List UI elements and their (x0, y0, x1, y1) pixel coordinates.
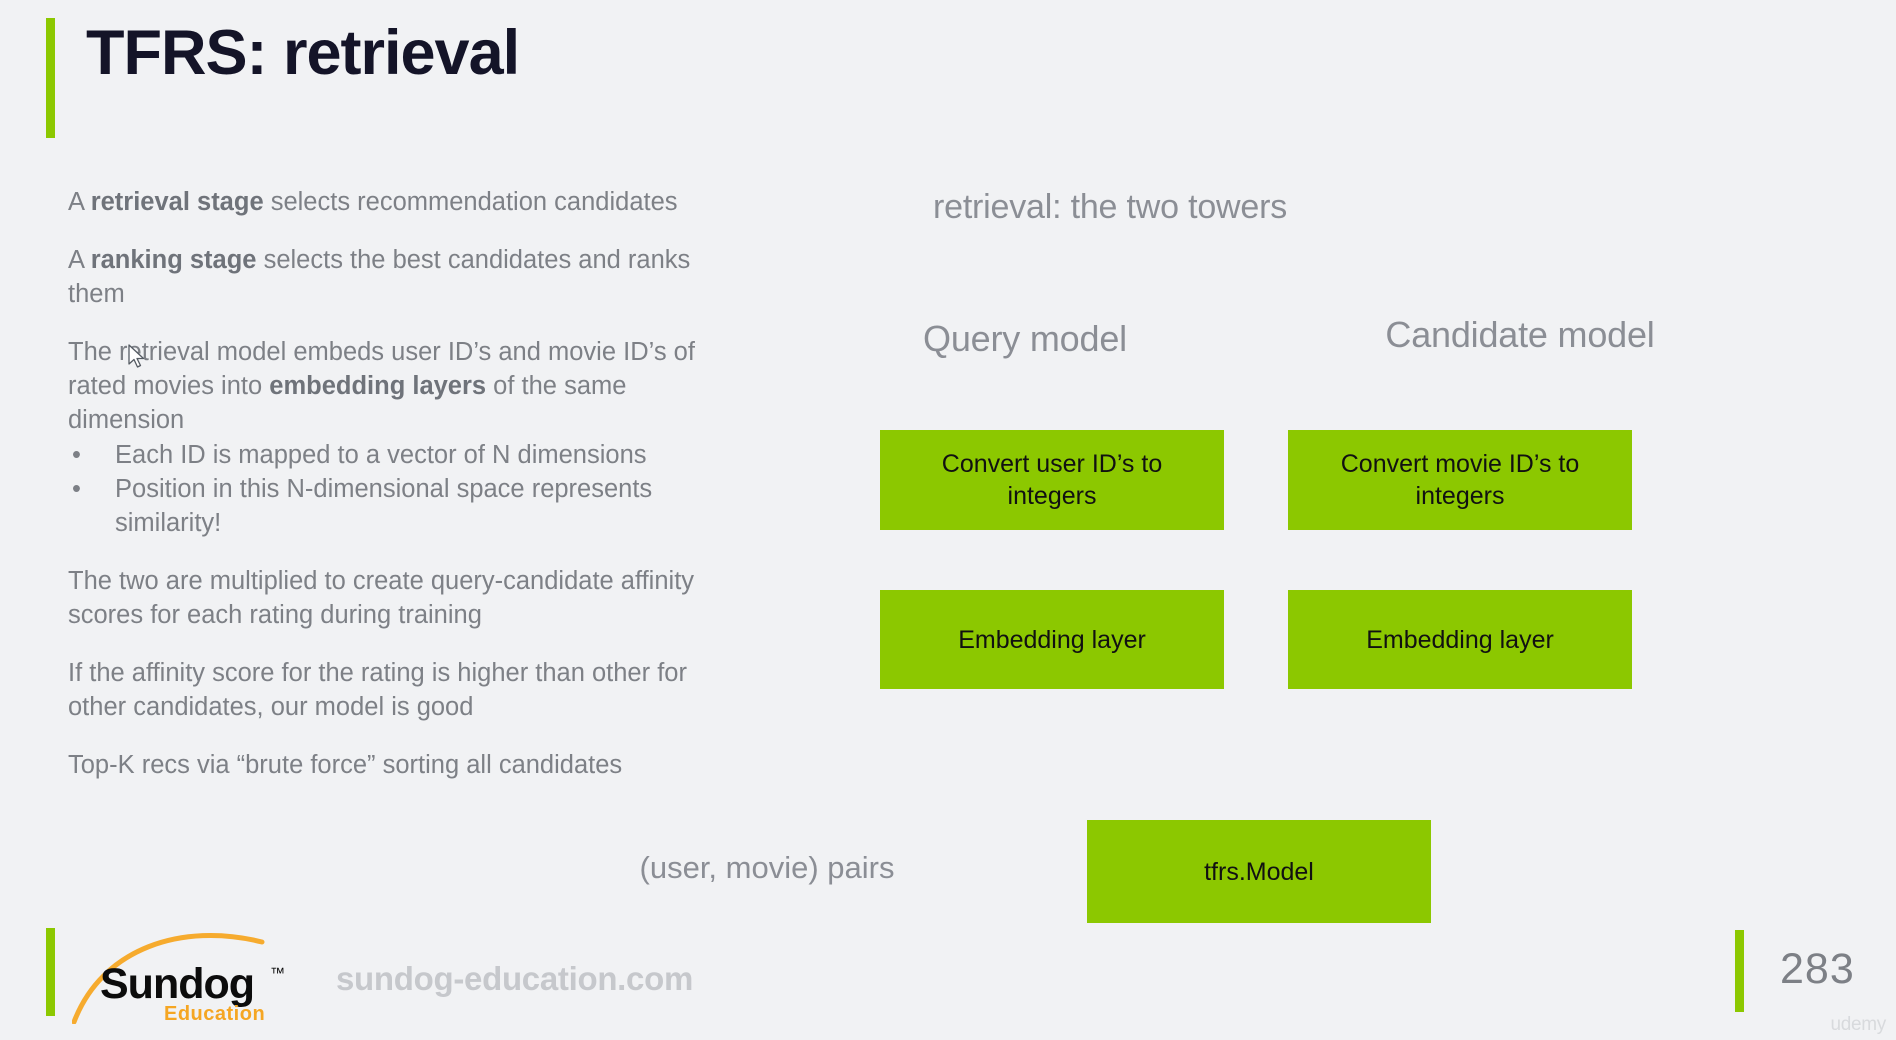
paragraph-segment: selects the best candidates and ranks th… (68, 245, 691, 308)
paragraph-embedding-layers: The retrieval model embeds user ID’s and… (68, 336, 704, 438)
list-item-label: Each ID is mapped to a vector of N dimen… (115, 441, 647, 470)
udemy-watermark: udemy (1830, 1014, 1886, 1035)
sundog-education-logo: Sundog ™ Education (72, 928, 322, 1024)
box-candidate-embedding-layer: Embedding layer (1288, 590, 1632, 689)
paragraph-segment-bold: embedding layers (269, 371, 487, 400)
paragraph-retrieval-stage: A retrieval stage selects recommendation… (68, 186, 704, 220)
page-number: 283 (1780, 945, 1855, 993)
slide-title-group: TFRS: retrieval (46, 18, 520, 138)
box-tfrs-model: tfrs.Model (1087, 820, 1431, 923)
footer-accent-bar (46, 928, 55, 1016)
label-user-movie-pairs: (user, movie) pairs (639, 850, 895, 885)
paragraph-segment: A (68, 245, 91, 274)
paragraph-segment: of the same dimension (68, 371, 627, 434)
svg-text:Sundog: Sundog (100, 960, 254, 1008)
bullet-glyph: • (72, 441, 81, 470)
box-convert-movie-ids: Convert movie ID’s to integers (1288, 430, 1632, 530)
list-item: • Each ID is mapped to a vector of N dim… (68, 439, 704, 473)
svg-text:™: ™ (270, 965, 285, 982)
paragraph-topk-recs: Top-K recs via “brute force” sorting all… (68, 750, 623, 779)
paragraph-segment: The retrieval model embeds user ID’s and… (68, 337, 695, 400)
mouse-cursor (128, 344, 148, 377)
body-text-column: A retrieval stage selects recommendation… (68, 186, 704, 807)
paragraph-affinity-score: If the affinity score for the rating is … (68, 658, 687, 721)
title-accent-bar (46, 18, 55, 138)
bullet-list: • Each ID is mapped to a vector of N dim… (68, 439, 704, 541)
box-convert-user-ids: Convert user ID’s to integers (880, 430, 1224, 530)
column-heading-candidate: Candidate model (1385, 314, 1655, 355)
column-heading-query: Query model (923, 318, 1127, 359)
paragraph-multiplied-affinity: The two are multiplied to create query-c… (68, 567, 695, 630)
diagram-title: retrieval: the two towers (932, 188, 1288, 226)
page-number-accent-bar (1735, 930, 1744, 1012)
paragraph-segment-bold: retrieval stage (90, 188, 264, 216)
paragraph-segment: selects recommendation candidates (263, 188, 678, 216)
box-query-embedding-layer: Embedding layer (880, 590, 1224, 689)
list-item: • Position in this N-dimensional space r… (68, 473, 704, 541)
website-url: sundog-education.com (336, 960, 694, 997)
list-item-label: Position in this N-dimensional space rep… (115, 475, 653, 538)
paragraph-segment: A (68, 188, 91, 216)
paragraph-segment-bold: ranking stage (90, 245, 257, 274)
page-title: TFRS: retrieval (86, 18, 520, 88)
bullet-glyph: • (72, 475, 81, 504)
two-towers-diagram: retrieval: the two towers Query model Ca… (640, 0, 1810, 1040)
paragraph-ranking-stage: A ranking stage selects the best candida… (68, 244, 704, 312)
svg-text:Education: Education (164, 1003, 265, 1024)
